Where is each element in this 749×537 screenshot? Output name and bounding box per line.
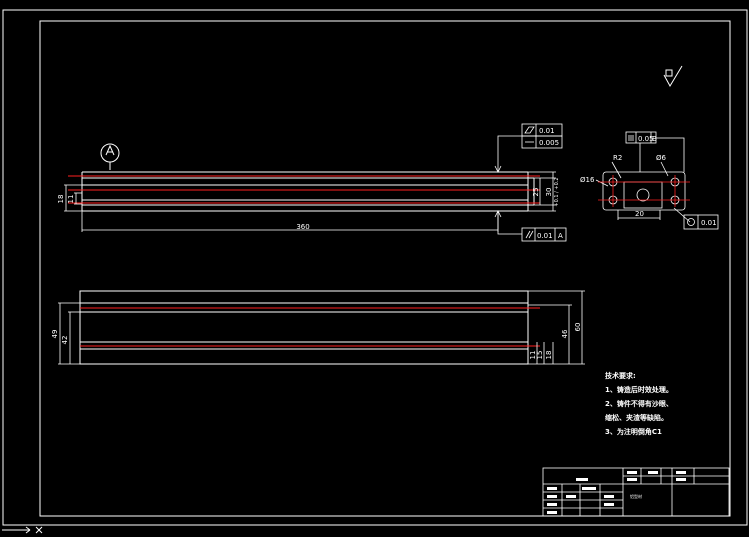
notes-item-2: 2、铸件不得有沙眼、 [605, 399, 673, 408]
dim-section-width: 20 [635, 210, 644, 218]
dim-section-radius: R2 [613, 154, 622, 162]
gdt-parallelism-datum: A [558, 232, 563, 240]
dim-bottom-right-mid: 46 [561, 329, 569, 338]
dim-front-left-inner: 11 [67, 195, 75, 204]
notes-title: 技术要求: [605, 371, 636, 380]
sheet-border [2, 9, 748, 526]
section-view: 0.05 B R2 Ø6 Ø16 20 0.01 [580, 131, 719, 230]
ucs-axis-icon [2, 526, 43, 534]
gdt-symmetry-datum: B [652, 135, 657, 143]
dim-front-right-a: 25 [532, 188, 540, 197]
dim-section-hole-large: Ø16 [580, 176, 595, 184]
dim-bottom-left-inner: 42 [61, 336, 69, 345]
gdt-frame-parallelism: 0.01 A [494, 210, 567, 242]
dim-front-right-tol: +0.1 / +0.2 [554, 177, 560, 206]
outer-border [2, 9, 748, 526]
dim-bottom-right-s3: 18 [545, 351, 553, 360]
gdt-flatness-value: 0.01 [539, 127, 555, 135]
bottom-view: 49 42 60 46 11 15 18 [51, 290, 585, 365]
dim-bottom-left-outer: 49 [51, 330, 59, 339]
gdt-straightness-value: 0.005 [539, 139, 559, 147]
dim-front-left-height: 18 [57, 195, 65, 204]
dim-front-right-b: 30 [545, 188, 553, 197]
notes-item-4: 3、为注明倒角C1 [605, 427, 662, 436]
gdt-symmetry-value: 0.05 [638, 135, 654, 143]
inner-border [39, 20, 731, 517]
dim-section-hole-small: Ø6 [656, 154, 667, 162]
dim-length: 360 [296, 223, 309, 231]
notes-item-3: 缩松、夹渣等缺陷。 [605, 413, 668, 422]
front-view: 18 11 360 25 30 +0.1 / +0.2 [57, 123, 567, 242]
dim-bottom-right-s2: 15 [536, 351, 544, 360]
technical-notes: 技术要求: 1、铸造后时效处理。 2、铸件不得有沙眼、 缩松、夹渣等缺陷。 3、… [605, 371, 673, 436]
gdt-circularity-value: 0.01 [701, 219, 717, 227]
gdt-parallelism-value: 0.01 [537, 232, 553, 240]
gdt-frame-flatness: 0.01 0.005 [494, 123, 563, 173]
surface-roughness-icon [663, 65, 683, 88]
dim-bottom-right-s1: 11 [529, 351, 537, 360]
dim-bottom-right-outer: 60 [574, 323, 582, 332]
view-direction-icon [100, 143, 120, 170]
title-block-drawing-name: 铝型材 [630, 493, 642, 499]
title-block: 铝型材 [542, 467, 730, 517]
notes-item-1: 1、铸造后时效处理。 [605, 385, 673, 394]
